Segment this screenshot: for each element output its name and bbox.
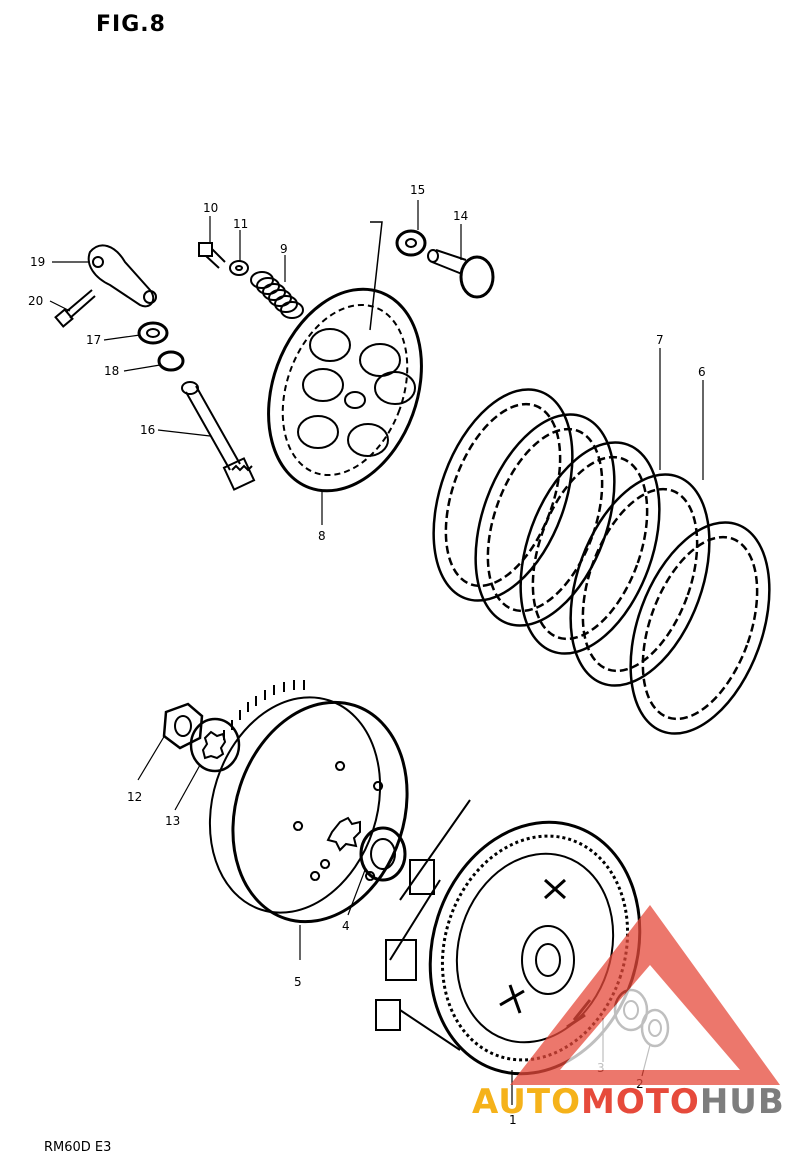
callout-6: 6 — [698, 365, 706, 379]
callout-14: 14 — [453, 209, 468, 223]
pressure-bolt — [198, 242, 226, 269]
callout-15: 15 — [410, 183, 425, 197]
callout-10: 10 — [203, 201, 218, 215]
lock-washer — [189, 717, 241, 773]
release-arm — [87, 244, 157, 308]
bolt-washer — [229, 260, 249, 276]
callout-17: 17 — [86, 333, 101, 347]
release-shaft — [181, 381, 256, 491]
clutch-spring — [250, 271, 304, 319]
callout-16: 16 — [140, 423, 155, 437]
push-washer — [395, 229, 427, 257]
callout-20: 20 — [28, 294, 43, 308]
callout-1: 1 — [509, 1113, 517, 1127]
watermark-logo — [510, 905, 780, 1085]
callout-19: 19 — [30, 255, 45, 269]
watermark-text: AUTOMOTOHUB — [472, 1082, 785, 1122]
callout-13: 13 — [165, 814, 180, 828]
push-piece — [427, 249, 495, 299]
callout-5: 5 — [294, 975, 302, 989]
watermark-hub: HUB — [699, 1082, 785, 1122]
watermark-moto: MOTO — [580, 1082, 700, 1122]
clutch-plates — [432, 388, 771, 735]
callout-8: 8 — [318, 529, 326, 543]
pressure-plate — [267, 287, 423, 493]
thrust-washer — [359, 826, 407, 882]
callout-7: 7 — [656, 333, 664, 347]
watermark-auto: AUTO — [472, 1082, 581, 1122]
callout-12: 12 — [127, 790, 142, 804]
o-ring — [157, 350, 185, 372]
figure-title: FIG.8 — [96, 12, 166, 37]
hub-nut — [162, 702, 204, 750]
leader-lines — [49, 200, 704, 1105]
callout-4: 4 — [342, 919, 350, 933]
arm-bolt — [54, 289, 96, 328]
clutch-sleeve-hub — [208, 680, 409, 924]
callout-9: 9 — [280, 242, 288, 256]
callout-18: 18 — [104, 364, 119, 378]
oil-seal — [137, 321, 169, 345]
callout-11: 11 — [233, 217, 248, 231]
model-code: RM60D E3 — [44, 1140, 112, 1155]
